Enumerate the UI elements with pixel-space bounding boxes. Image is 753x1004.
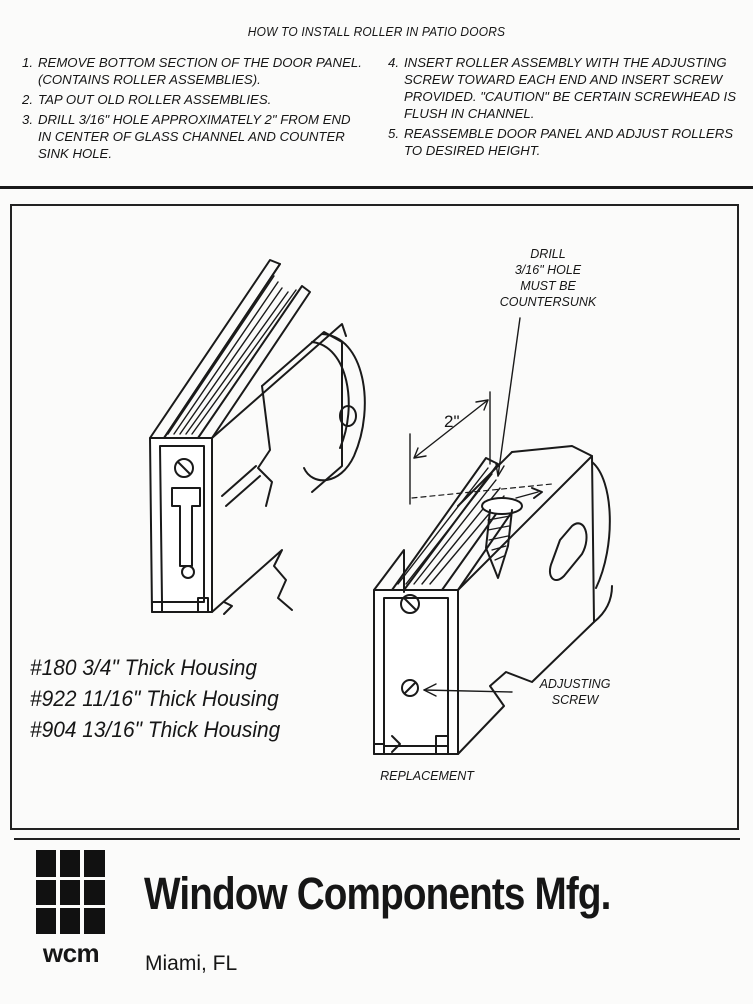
step-number: 4. xyxy=(388,55,399,70)
step-text: INSERT ROLLER ASSEMBLY WITH THE ADJUSTIN… xyxy=(404,55,737,121)
roller-installation-diagram xyxy=(149,259,613,755)
adjusting-note-line: SCREW xyxy=(551,693,599,707)
logo-bar xyxy=(60,850,80,934)
step-item: 3. DRILL 3/16" HOLE APPROXIMATELY 2" FRO… xyxy=(22,111,367,162)
step-item: 2. TAP OUT OLD ROLLER ASSEMBLIES. xyxy=(22,91,367,108)
logo-gap xyxy=(36,905,105,908)
step-text: TAP OUT OLD ROLLER ASSEMBLIES. xyxy=(38,92,272,107)
drill-note: DRILL 3/16" HOLE MUST BE COUNTERSUNK xyxy=(478,246,618,310)
dimension-label: 2" xyxy=(444,412,460,431)
diagram-panel: DRILL 3/16" HOLE MUST BE COUNTERSUNK 2" … xyxy=(10,204,739,830)
housing-size-item: #904 13/16" Thick Housing xyxy=(30,717,281,742)
logo-bar xyxy=(36,850,56,934)
old-roller-assembly-illustration xyxy=(149,259,366,615)
footer-divider xyxy=(14,838,740,840)
adjusting-note-line: ADJUSTING xyxy=(539,677,611,691)
housing-size-item: #922 11/16" Thick Housing xyxy=(30,686,279,711)
step-text: REMOVE BOTTOM SECTION OF THE DOOR PANEL.… xyxy=(38,55,362,87)
step-item: 5. REASSEMBLE DOOR PANEL AND ADJUST ROLL… xyxy=(388,125,738,159)
header-divider xyxy=(0,186,753,189)
housing-size-list: #180 3/4" Thick Housing #922 11/16" Thic… xyxy=(30,652,293,745)
drill-note-line: COUNTERSUNK xyxy=(499,295,597,309)
drill-note-line: 3/16" HOLE xyxy=(514,263,582,277)
drill-note-line: MUST BE xyxy=(520,279,576,293)
drill-note-line: DRILL xyxy=(530,247,566,261)
company-name: Window Components Mfg. xyxy=(144,868,611,919)
step-item: 1. REMOVE BOTTOM SECTION OF THE DOOR PAN… xyxy=(22,54,367,88)
step-text: REASSEMBLE DOOR PANEL AND ADJUST ROLLERS… xyxy=(404,126,734,158)
step-number: 2. xyxy=(22,92,33,107)
wcm-logo-mark xyxy=(36,850,105,934)
steps-left-column: 1. REMOVE BOTTOM SECTION OF THE DOOR PAN… xyxy=(22,54,367,165)
step-number: 5. xyxy=(388,126,399,141)
company-location: Miami, FL xyxy=(145,952,238,975)
step-number: 3. xyxy=(22,112,33,127)
logo-gap xyxy=(36,877,105,880)
housing-size-item: #180 3/4" Thick Housing xyxy=(30,655,258,680)
replacement-roller-assembly-illustration xyxy=(373,317,613,755)
logo-text: wcm xyxy=(42,938,100,968)
adjusting-screw-note: ADJUSTING SCREW xyxy=(520,676,630,708)
logo-bar xyxy=(84,850,105,934)
step-number: 1. xyxy=(22,55,33,70)
replacement-label: REPLACEMENT xyxy=(380,769,474,783)
step-text: DRILL 3/16" HOLE APPROXIMATELY 2" FROM E… xyxy=(38,112,351,161)
steps-right-column: 4. INSERT ROLLER ASSEMBLY WITH THE ADJUS… xyxy=(388,54,738,162)
document-title: HOW TO INSTALL ROLLER IN PATIO DOORS xyxy=(247,24,506,39)
step-item: 4. INSERT ROLLER ASSEMBLY WITH THE ADJUS… xyxy=(388,54,738,122)
